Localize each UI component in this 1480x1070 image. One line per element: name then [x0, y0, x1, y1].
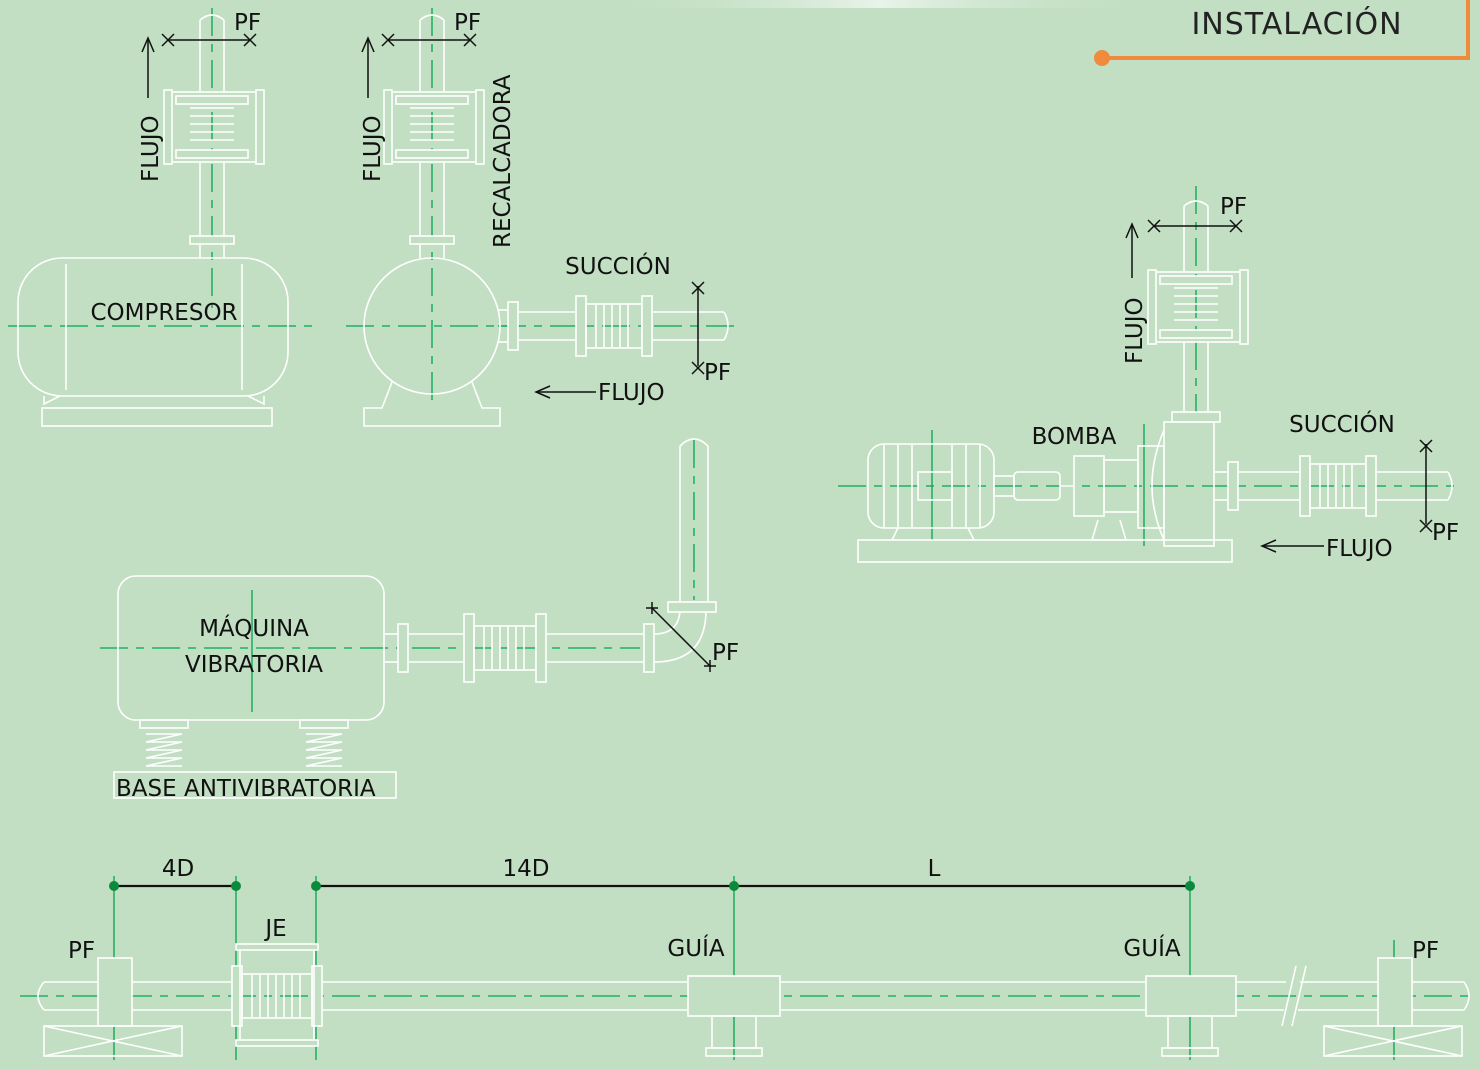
- bomba-flow-top-label: FLUJO: [1122, 297, 1148, 364]
- header-highlight: [600, 0, 1160, 8]
- bomba-unit: PF FLUJO BOMBA SUCCIÓN PF FLUJO: [838, 186, 1460, 563]
- pf-left-label: PF: [68, 938, 95, 964]
- vibratoria-pf-label: PF: [712, 640, 739, 666]
- guide-2-label: GUÍA: [1123, 934, 1180, 962]
- guide-2: [1145, 975, 1237, 1017]
- anchor-right: [1377, 957, 1413, 1027]
- vibratoria-spring-left: [145, 733, 183, 767]
- bomba-label: BOMBA: [1032, 424, 1117, 450]
- vibratoria-base-label: BASE ANTIVIBRATORIA: [116, 776, 376, 802]
- vibratoria-label-line2: VIBRATORIA: [185, 652, 323, 678]
- dim-l-label: L: [928, 856, 941, 882]
- recalcadora-flow-top-label: FLUJO: [360, 115, 386, 182]
- header-dot: [1094, 50, 1110, 66]
- compresor-unit: COMPRESOR PF FLUJO: [8, 8, 318, 427]
- recalcadora-suction-label: SUCCIÓN: [565, 252, 671, 280]
- compresor-pf-label: PF: [234, 10, 261, 36]
- header-rule: [1102, 0, 1470, 60]
- dim-14d-label: 14D: [503, 856, 550, 882]
- bomba-suction-label: SUCCIÓN: [1289, 410, 1395, 438]
- header: INSTALACIÓN: [600, 0, 1470, 66]
- vibratoria-machine: [117, 575, 385, 721]
- recalcadora-pf-side-label: PF: [704, 360, 731, 386]
- pf-right-label: PF: [1412, 938, 1439, 964]
- vibratoria-spring-right: [305, 733, 343, 767]
- header-title: INSTALACIÓN: [1191, 5, 1402, 42]
- bomba-flow-side-label: FLUJO: [1326, 536, 1393, 562]
- recalcadora-flow-side-label: FLUJO: [598, 380, 665, 406]
- recalcadora-unit: PF FLUJO RECALCADORA SUCCIÓN PF FLUJO: [346, 8, 740, 427]
- vibratoria-unit: MÁQUINA VIBRATORIA BASE ANTIVIBRATORIA P…: [100, 438, 739, 802]
- recalcadora-pf-top-label: PF: [454, 10, 481, 36]
- dim-4d-label: 4D: [162, 856, 194, 882]
- guide-1: [687, 975, 781, 1017]
- bomba-pf-top-label: PF: [1220, 194, 1247, 220]
- compresor-label: COMPRESOR: [90, 300, 237, 326]
- bomba-pump-body: [1163, 421, 1215, 547]
- bomba-pf-side-label: PF: [1432, 520, 1459, 546]
- anchor-left: [97, 957, 133, 1027]
- pipeline-break-mark: [1281, 965, 1307, 1027]
- compresor-tank: [17, 257, 289, 397]
- compresor-flow-label: FLUJO: [138, 115, 164, 182]
- je-label: JE: [263, 916, 286, 942]
- recalcadora-label: RECALCADORA: [490, 74, 516, 248]
- guide-1-label: GUÍA: [667, 934, 724, 962]
- pipeline-layout: 4D 14D L PF PF JE GUÍA: [20, 856, 1476, 1060]
- recalcadora-body: [363, 257, 501, 395]
- vibratoria-label-line1: MÁQUINA: [199, 614, 309, 642]
